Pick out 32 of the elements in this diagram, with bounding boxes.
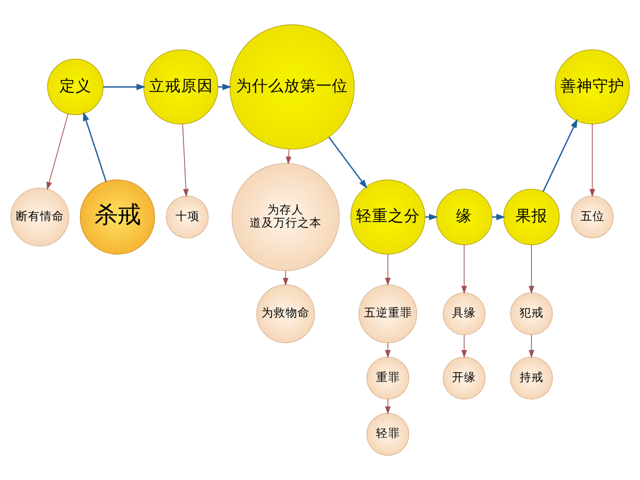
node-circle: 立戒原因: [143, 50, 218, 124]
node-circle: 持戒: [510, 356, 553, 400]
node-circle: 杀戒: [80, 180, 155, 255]
arrow: [83, 112, 107, 182]
node-circle: 善神守护: [554, 50, 630, 124]
node-circle: 轻罪: [366, 413, 410, 456]
node-circle: 为什么放第一位: [230, 24, 355, 150]
node-circle: 断有情命: [10, 188, 70, 246]
node-circle: 为存人道及万行之本: [232, 163, 340, 271]
node-circle: 定义: [47, 58, 104, 116]
node-circle: 缘: [436, 188, 492, 246]
node-circle: 五位: [570, 196, 614, 238]
node-circle: 犯戒: [510, 292, 553, 336]
node-circle: 为救物命: [256, 284, 315, 344]
node-circle: 具缘: [442, 292, 486, 336]
arrow: [461, 334, 467, 358]
arrow: [103, 84, 146, 90]
arrow: [182, 124, 189, 198]
arrow: [528, 244, 534, 294]
arrow: [385, 254, 391, 286]
node-circle: 开缘: [442, 356, 486, 400]
arrow: [461, 244, 467, 294]
node-circle: 果报: [503, 188, 560, 246]
node-circle: 五逆重罪: [358, 284, 418, 344]
node-circle: 十项: [166, 196, 209, 238]
node-circle: 重罪: [366, 356, 410, 400]
arrow: [542, 118, 578, 192]
arrow: [528, 334, 534, 358]
arrow: [46, 114, 68, 190]
arrow: [282, 270, 288, 286]
arrow: [589, 124, 596, 198]
arrow: [328, 136, 368, 189]
